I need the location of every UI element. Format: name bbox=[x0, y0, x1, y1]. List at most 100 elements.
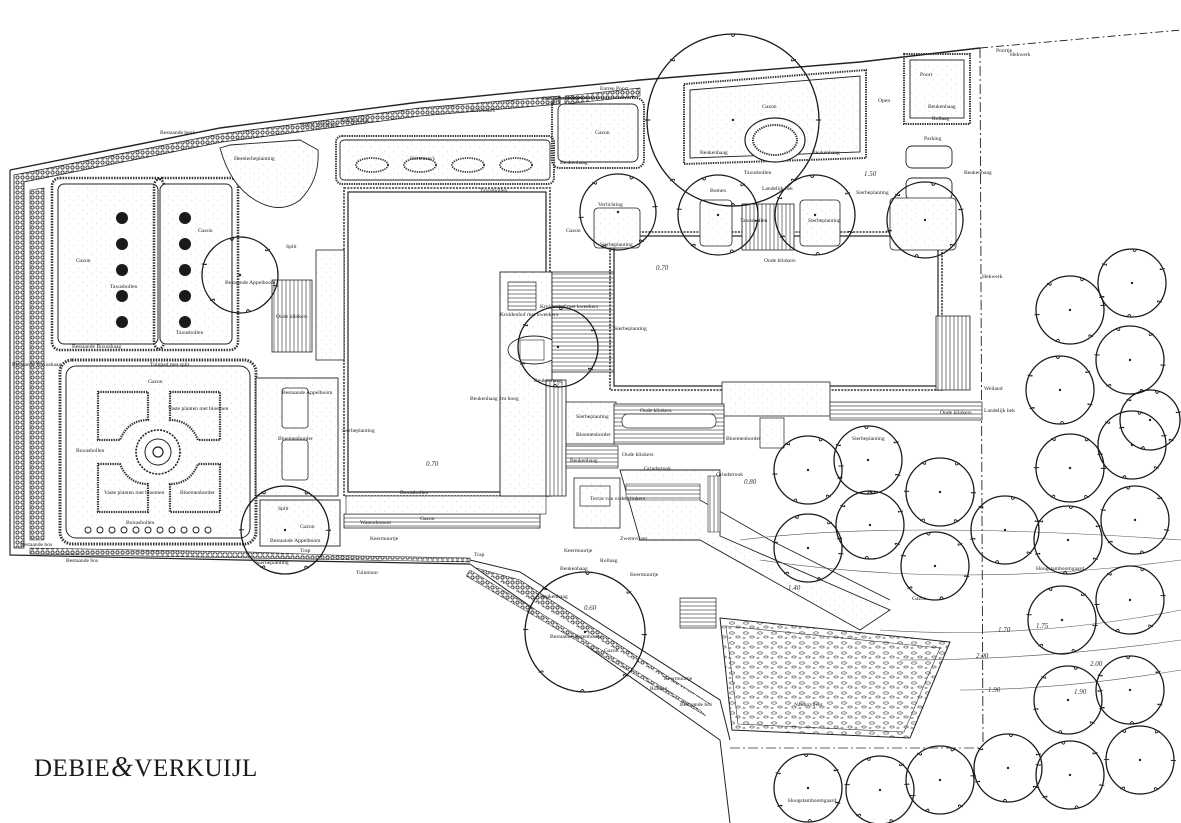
tree-canopy bbox=[524, 571, 646, 693]
tree-trunk-mark bbox=[938, 490, 942, 494]
tree-canopy-notch bbox=[522, 324, 528, 327]
tree-canopy-notch bbox=[669, 178, 675, 182]
tree-trunk-mark bbox=[1138, 758, 1142, 762]
tree-canopy-notch bbox=[818, 438, 824, 442]
label-hortensias-2: Hortensia's bbox=[410, 156, 435, 162]
label-bestaande-bos: Bestaande bos bbox=[66, 558, 98, 564]
tree-canopy bbox=[973, 733, 1043, 803]
tree-canopy-notch bbox=[827, 521, 833, 525]
tree-canopy bbox=[1035, 275, 1105, 345]
tree-canopy-notch bbox=[803, 753, 809, 757]
tree-canopy-notch bbox=[950, 748, 956, 752]
label-beukenhaag-top: Beukenhaag bbox=[560, 160, 588, 166]
tree-canopy-notch bbox=[1107, 540, 1113, 544]
tree-canopy-notch bbox=[1059, 421, 1065, 425]
tree-canopy-notch bbox=[519, 362, 526, 365]
label-beukenhaag-5: Beukenhaag bbox=[964, 170, 992, 176]
tree-canopy-notch bbox=[626, 591, 632, 594]
label-grindstrook-2: Grindstrook bbox=[716, 472, 743, 478]
label-sierbeplanting-3: Sierbeplanting bbox=[856, 190, 889, 196]
tree-trunk-mark bbox=[806, 546, 810, 550]
level-2: 0.70 bbox=[656, 264, 669, 272]
tree-canopy-notch bbox=[817, 577, 822, 581]
tree-canopy-notch bbox=[895, 193, 901, 197]
label-rollaag-3: Rollaag bbox=[650, 686, 668, 692]
tree-canopy-notch bbox=[809, 174, 815, 179]
tree-canopy-notch bbox=[886, 229, 892, 232]
label-bestaande-buxushaag: Bestaande Buxushaag bbox=[72, 344, 121, 350]
label-landelijk-hek-2: Landelijk hek bbox=[984, 408, 1015, 414]
level-6: 1.75 bbox=[1036, 622, 1049, 630]
tree-trunk-mark bbox=[238, 273, 242, 277]
tree-canopy-notch bbox=[701, 177, 706, 181]
tree-canopy-notch bbox=[1168, 438, 1174, 442]
tree-trunk-mark bbox=[1066, 538, 1070, 542]
tree-canopy-notch bbox=[1139, 550, 1145, 554]
tree-canopy bbox=[970, 495, 1040, 565]
label-sierbeplanting-7: Sierbeplanting bbox=[614, 326, 647, 332]
tree-canopy-notch bbox=[1099, 296, 1105, 298]
tree-canopy-notch bbox=[970, 538, 976, 540]
tree-trunk-mark bbox=[1128, 688, 1132, 692]
label-oude-klinkers-4: Oude klinkers bbox=[622, 452, 654, 458]
tree-canopy-notch bbox=[775, 772, 781, 775]
label-sierbeplanting-8: Sierbeplanting bbox=[576, 414, 609, 420]
tree-canopy-notch bbox=[730, 203, 736, 207]
tree-canopy-notch bbox=[1085, 370, 1091, 373]
tree-canopy-notch bbox=[1080, 278, 1086, 282]
tree-canopy-notch bbox=[907, 586, 913, 589]
label-weiland: Weiland bbox=[984, 386, 1003, 392]
label-bloemenborder-2: Bloemenborder bbox=[278, 436, 313, 442]
tree-canopy-notch bbox=[913, 254, 919, 258]
tree-canopy-notch bbox=[1154, 730, 1160, 734]
tree-canopy-notch bbox=[1068, 505, 1074, 510]
label-trap-2: Trap bbox=[474, 552, 485, 558]
tree-canopy-notch bbox=[260, 565, 266, 569]
tree-trunk-mark bbox=[1148, 418, 1152, 422]
tree-canopy-notch bbox=[1119, 426, 1125, 429]
tree-canopy-notch bbox=[579, 689, 585, 693]
tree-trunk-mark bbox=[866, 458, 870, 462]
tree-canopy-notch bbox=[900, 554, 906, 557]
tree-canopy-notch bbox=[856, 813, 861, 817]
label-rollaag-2: Rollaag bbox=[600, 558, 618, 564]
tree-canopy-notch bbox=[1055, 355, 1061, 359]
label-bestaande-poer: Bestaande Appelboom bbox=[270, 538, 321, 544]
tree-canopy-notch bbox=[1035, 763, 1041, 766]
tree-canopy-notch bbox=[949, 243, 955, 247]
tree-trunk-mark bbox=[878, 788, 882, 792]
label-grindstrook: Grindstrook bbox=[644, 466, 671, 472]
label-tussenhaag: Beukenhaag bbox=[560, 566, 588, 572]
tree-canopy-notch bbox=[807, 819, 813, 823]
tree-canopy-notch bbox=[1071, 649, 1077, 653]
tree-canopy-notch bbox=[779, 235, 785, 238]
tree-canopy-notch bbox=[1008, 733, 1014, 738]
tree-canopy-notch bbox=[1032, 785, 1038, 789]
label-gazon-2: Gazon bbox=[76, 258, 91, 264]
taxus-balls-right bbox=[179, 212, 191, 328]
left-formal-garden bbox=[50, 176, 258, 546]
label-hekwerk: Hekwerk bbox=[982, 274, 1003, 280]
bottom-hedge bbox=[29, 547, 471, 563]
label-gazon-9: Gazon bbox=[604, 648, 619, 654]
tree-canopy-notch bbox=[1042, 795, 1048, 799]
label-bestaande-appelboom: Bestaande Appelboom bbox=[225, 280, 276, 286]
label-waterelement: Waterelement bbox=[360, 520, 391, 526]
tree-canopy-notch bbox=[1121, 475, 1127, 479]
tree-canopy bbox=[1105, 725, 1175, 795]
label-keermuurtje-4: Keermuurtje bbox=[630, 572, 659, 578]
tree-canopy-notch bbox=[867, 491, 873, 495]
tree-trunk-mark bbox=[556, 345, 560, 349]
label-taxusbollen: Taxusbollen bbox=[110, 284, 137, 290]
tree-canopy-notch bbox=[794, 515, 799, 519]
tree-canopy-notch bbox=[1140, 446, 1145, 450]
tree-canopy-notch bbox=[1073, 666, 1079, 670]
tree-trunk-mark bbox=[1130, 281, 1134, 285]
tree-canopy-notch bbox=[1097, 690, 1103, 692]
label-vaste-planten: Vaste planten met bloemen bbox=[168, 406, 229, 412]
label-sierbeplanting-5: Sierbeplanting bbox=[600, 242, 633, 248]
label-parking: Parking bbox=[924, 136, 942, 142]
tree-canopy-notch bbox=[897, 510, 904, 513]
label-sierbeplanting-1: Sierbeplanting bbox=[342, 428, 375, 434]
